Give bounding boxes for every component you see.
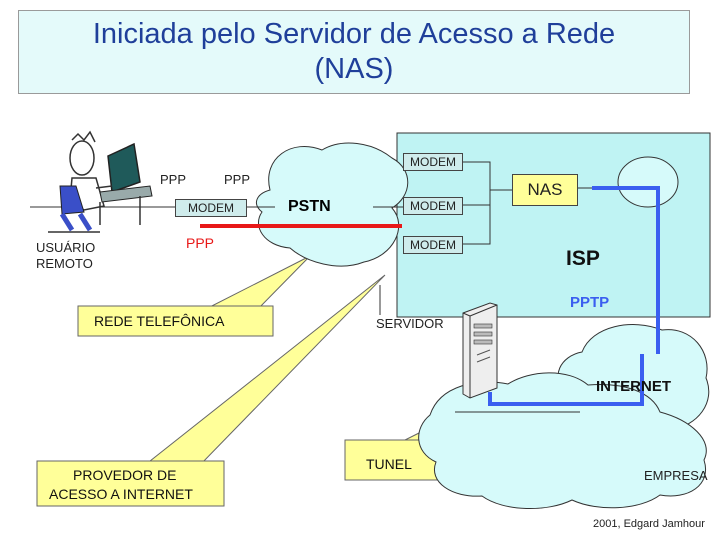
isp-modem-2-label: MODEM — [410, 199, 456, 213]
isp-modem-1-label: MODEM — [410, 155, 456, 169]
pptp-blue-tunnel-to-server — [488, 354, 644, 406]
empresa-cloud — [418, 372, 707, 509]
isp-modem-1: MODEM — [403, 153, 463, 171]
pstn-cloud — [255, 142, 409, 267]
provedor-label-2: ACESSO A INTERNET — [49, 486, 193, 502]
rede-telefonica-callout-pointer — [199, 255, 311, 313]
user-modem-label: MODEM — [188, 201, 234, 215]
title-line-2: (NAS) — [314, 53, 394, 85]
nas-label: NAS — [527, 180, 563, 199]
server-icon — [462, 302, 498, 399]
modems-to-nas-lines — [463, 161, 491, 245]
provedor-callout-pointer — [143, 274, 386, 466]
router-circle — [617, 156, 679, 208]
ppp-right-label: PPP — [224, 172, 251, 187]
isp-modem-3: MODEM — [403, 236, 463, 254]
isp-label: ISP — [566, 247, 600, 270]
ppp-red-label: PPP — [186, 235, 215, 251]
pptp-label: PPTP — [570, 294, 610, 311]
rede-telefonica-label: REDE TELEFÔNICA — [94, 313, 225, 329]
isp-modem-3-label: MODEM — [410, 238, 456, 252]
title-line-1: Iniciada pelo Servidor de Acesso a Rede — [92, 18, 616, 50]
internet-label: INTERNET — [596, 378, 671, 395]
user-modem-box: MODEM — [175, 199, 247, 217]
provedor-label-1: PROVEDOR DE — [73, 467, 177, 483]
remote-user-icon — [48, 130, 153, 233]
rede-telefonica-callout — [77, 305, 274, 337]
remote-user-label-1: USUÁRIO — [36, 240, 96, 255]
empresa-label: EMPRESA — [644, 468, 708, 483]
title-box: Iniciada pelo Servidor de Acesso a Rede … — [18, 10, 690, 94]
ppp-left-label: PPP — [160, 172, 187, 187]
provedor-callout — [36, 460, 225, 507]
pstn-label: PSTN — [288, 198, 331, 215]
isp-modem-2: MODEM — [403, 197, 463, 215]
tunel-label: TUNEL — [366, 456, 412, 472]
server-label: SERVIDOR — [376, 316, 444, 331]
nas-box: NAS — [512, 174, 578, 206]
pptp-blue-tunnel — [592, 186, 660, 354]
footer-credit: 2001, Edgard Jamhour — [593, 518, 705, 530]
remote-user-label-2: REMOTO — [36, 256, 93, 271]
